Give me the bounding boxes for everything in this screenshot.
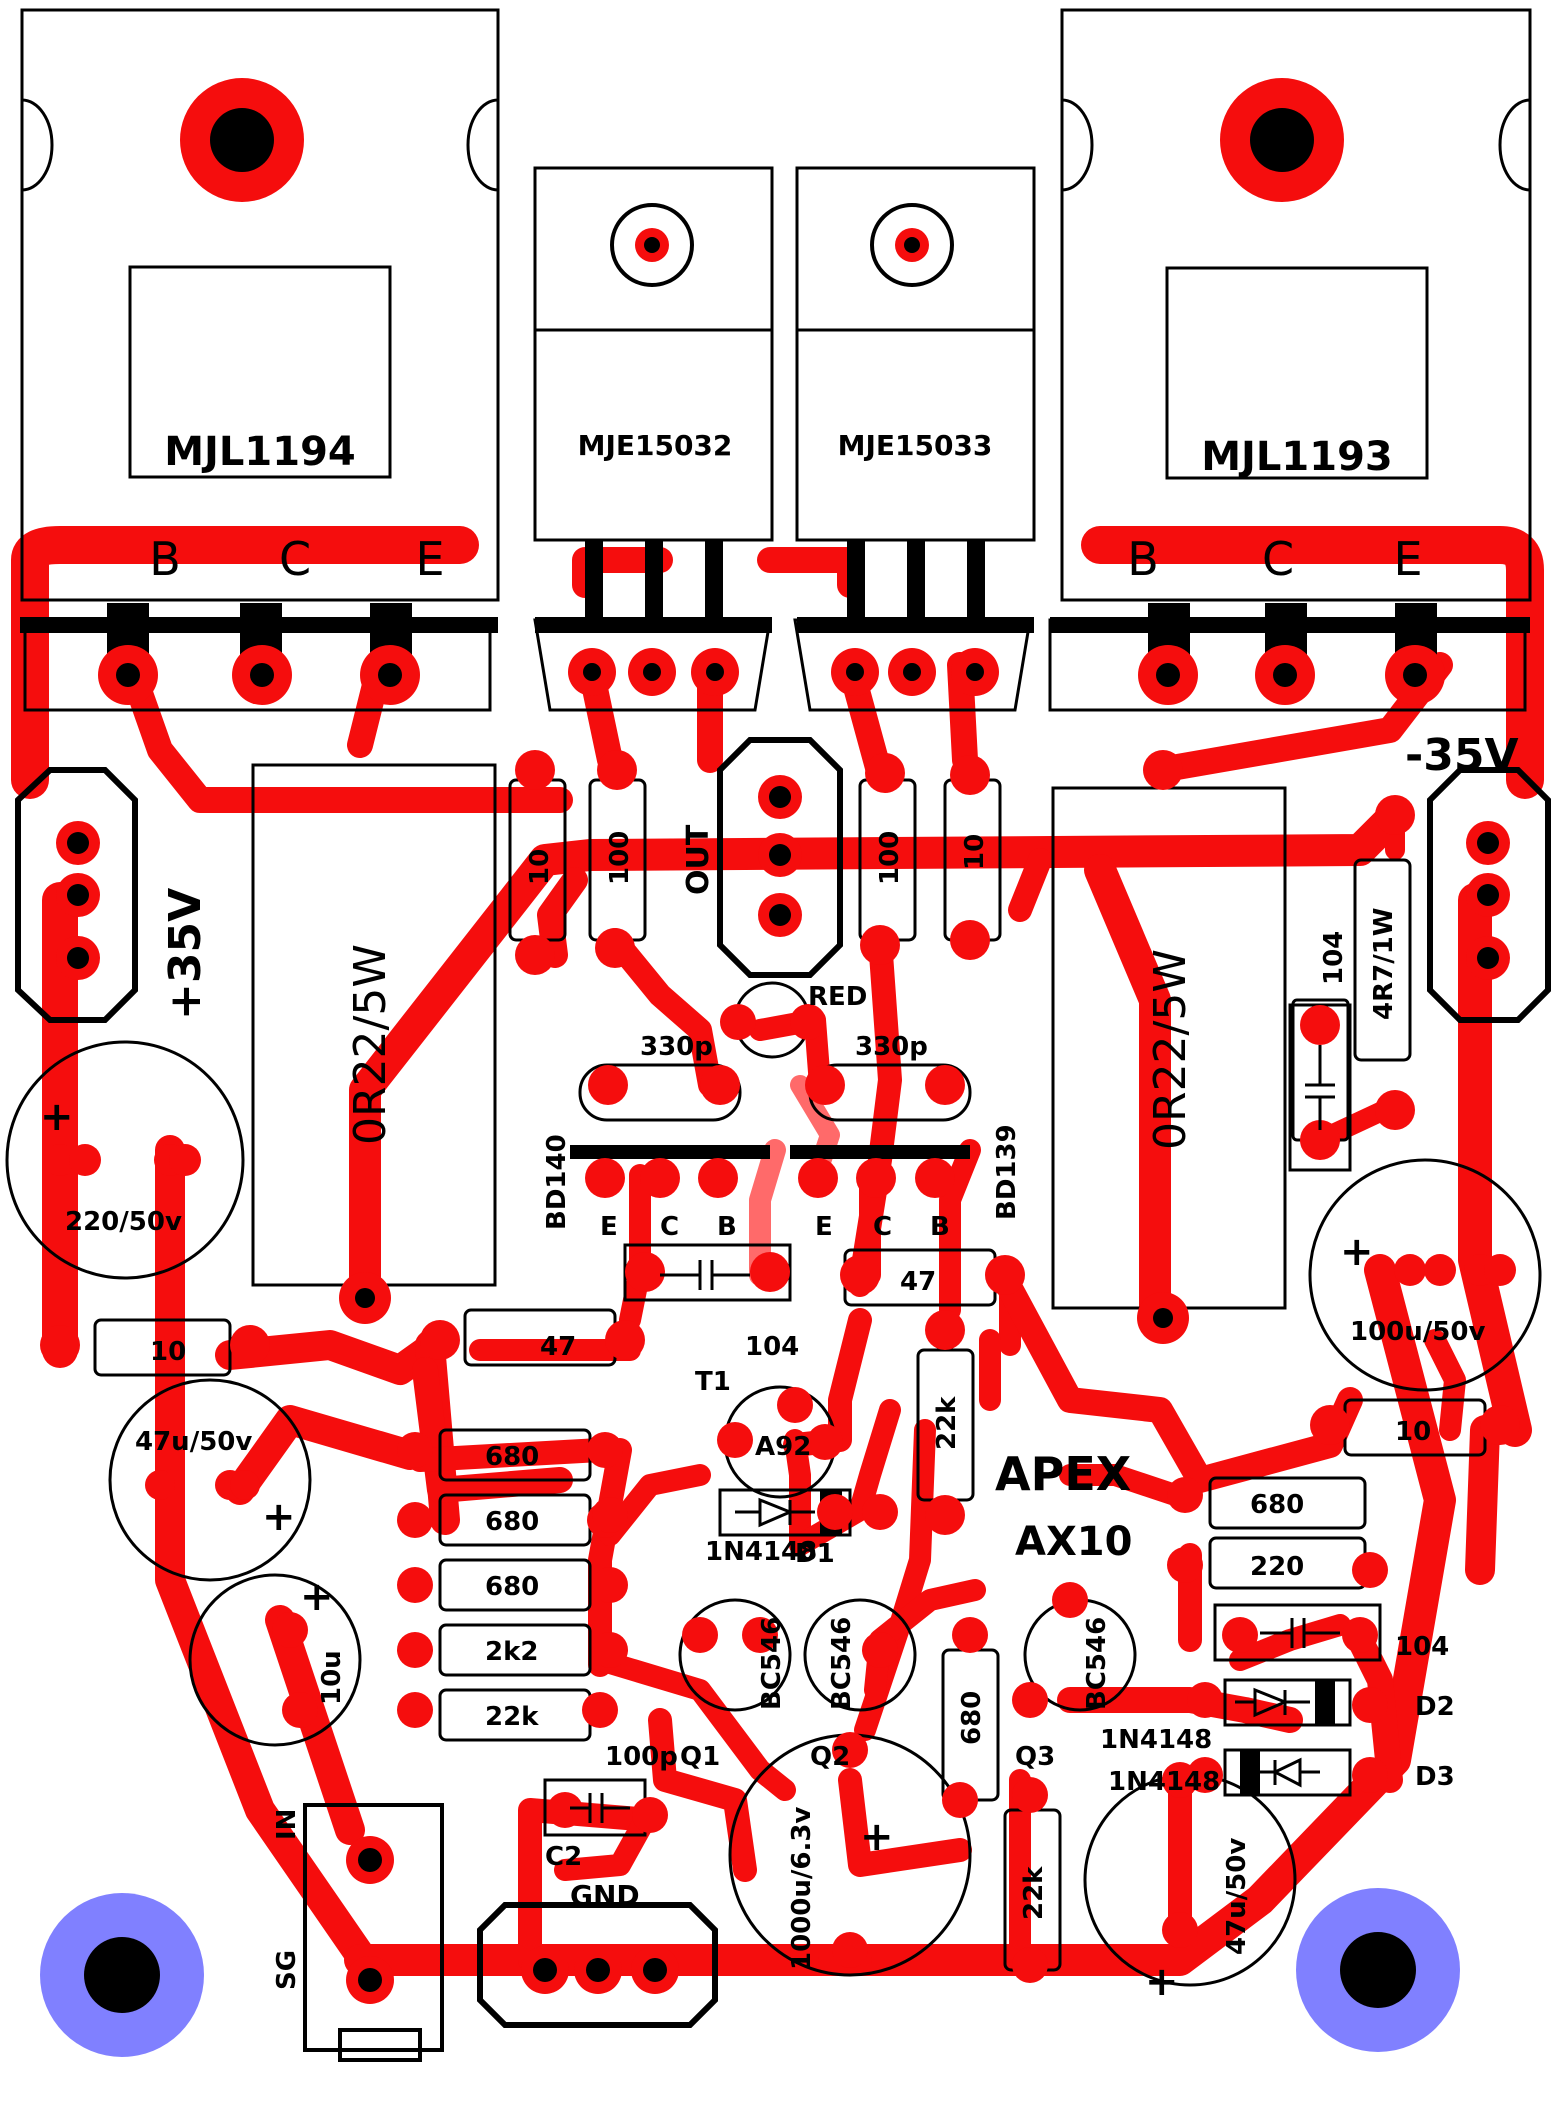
cap-label-330p-a: 330p bbox=[640, 1032, 713, 1062]
cap-plus-f: + bbox=[1145, 1959, 1179, 2005]
cap-plus-b: + bbox=[262, 1494, 296, 1540]
cap-plus-e: + bbox=[860, 1814, 894, 1860]
cap-label-47-left: 47u/50v bbox=[135, 1427, 252, 1457]
resistor-label-10-b: 10 bbox=[960, 834, 990, 870]
ref-label-q2: Q2 bbox=[810, 1742, 850, 1772]
part-label-q3: BC546 bbox=[1082, 1617, 1112, 1710]
symbols bbox=[570, 1045, 1340, 1823]
pin-label-c-right: C bbox=[1262, 532, 1294, 586]
connector-label-in: IN bbox=[272, 1809, 302, 1840]
resistor-label-47-left: 47 bbox=[540, 1332, 576, 1362]
pin-label-e-left: E bbox=[415, 532, 444, 586]
part-label-q2: BC546 bbox=[827, 1617, 857, 1710]
cap-label-330p-b: 330p bbox=[855, 1032, 928, 1062]
part-label-mjl1194: MJL1194 bbox=[164, 429, 356, 475]
pin-label-b-bd139: B bbox=[930, 1212, 950, 1242]
part-label-mjl1193: MJL1193 bbox=[1201, 434, 1393, 480]
pin-label-b-right: B bbox=[1127, 532, 1159, 586]
resistor-label-680-a: 680 bbox=[485, 1442, 539, 1472]
resistor-label-680-d: 680 bbox=[1250, 1490, 1304, 1520]
part-label-mje15033: MJE15033 bbox=[838, 429, 993, 462]
part-label-d1: 1N4148 bbox=[705, 1537, 817, 1567]
part-label-d3: 1N4148 bbox=[1108, 1767, 1220, 1797]
mounting-holes bbox=[40, 1888, 1460, 2057]
cap-label-10u: 10u bbox=[317, 1650, 347, 1705]
resistor-label-680-e: 680 bbox=[957, 1691, 987, 1745]
resistor-label-680-b: 680 bbox=[485, 1507, 539, 1537]
cap-label-104-a: 104 bbox=[745, 1332, 799, 1362]
resistor-label-220: 220 bbox=[1250, 1552, 1304, 1582]
resistor-label-2k2: 2k2 bbox=[485, 1637, 538, 1667]
ref-label-d2: D2 bbox=[1415, 1692, 1455, 1722]
resistor-label-emitter-left: 0R22/5W bbox=[345, 944, 396, 1145]
cap-plus-c: + bbox=[300, 1574, 334, 1620]
pin-label-b-left: B bbox=[149, 532, 181, 586]
ref-label-t1: T1 bbox=[695, 1367, 731, 1397]
pin-label-c-left: C bbox=[279, 532, 311, 586]
ref-label-d3: D3 bbox=[1415, 1762, 1455, 1792]
resistor-label-47-right: 47 bbox=[900, 1267, 936, 1297]
resistor-label-10-d: 10 bbox=[1395, 1417, 1431, 1447]
pin-label-c-bd140: C bbox=[660, 1212, 679, 1242]
ref-label-d1: D1 bbox=[795, 1539, 835, 1569]
part-label-a92: A92 bbox=[755, 1432, 811, 1462]
resistor-label-emitter-right: 0R22/5W bbox=[1145, 949, 1196, 1150]
resistor-label-22k-a: 22k bbox=[932, 1396, 962, 1450]
led-label-red: RED bbox=[808, 982, 867, 1012]
resistor-label-22k-b: 22k bbox=[485, 1702, 539, 1732]
resistor-label-22k-c: 22k bbox=[1019, 1866, 1049, 1920]
pin-label-e-bd139: E bbox=[815, 1212, 833, 1242]
supply-label-pos: +35V bbox=[160, 888, 211, 1020]
cap-label-220: 220/50v bbox=[65, 1207, 182, 1237]
part-label-mje15032: MJE15032 bbox=[578, 429, 733, 462]
ref-label-q3: Q3 bbox=[1015, 1742, 1055, 1772]
pin-label-b-bd140: B bbox=[717, 1212, 737, 1242]
resistor-label-10-c: 10 bbox=[150, 1337, 186, 1367]
part-label-bd140: BD140 bbox=[542, 1134, 572, 1230]
cap-label-c2: C2 bbox=[545, 1842, 582, 1872]
resistor-label-680-c: 680 bbox=[485, 1572, 539, 1602]
connector-label-sg: SG bbox=[272, 1950, 302, 1990]
connector-label-out: OUT bbox=[681, 824, 716, 895]
cap-label-1000u: 1000u/6.3v bbox=[787, 1807, 817, 1970]
resistor-label-100-b: 100 bbox=[875, 831, 905, 885]
cap-label-100p: 100p bbox=[605, 1742, 678, 1772]
connector-label-gnd: GND bbox=[570, 1879, 640, 1912]
drill-holes bbox=[67, 108, 1499, 1992]
part-label-q1: BC546 bbox=[757, 1617, 787, 1710]
part-label-bd139: BD139 bbox=[992, 1124, 1022, 1220]
supply-label-neg: -35V bbox=[1405, 730, 1519, 781]
resistor-label-100-a: 100 bbox=[605, 831, 635, 885]
board-title-line1: APEX bbox=[995, 1447, 1131, 1501]
part-label-d2: 1N4148 bbox=[1100, 1725, 1212, 1755]
board-title-line2: AX10 bbox=[1015, 1519, 1132, 1565]
pin-label-c-bd139: C bbox=[873, 1212, 892, 1242]
cap-label-100u: 100u/50v bbox=[1350, 1317, 1485, 1347]
cap-label-47-right: 47u/50v bbox=[1222, 1838, 1252, 1955]
ref-label-q1: Q1 bbox=[680, 1742, 720, 1772]
pin-label-e-bd140: E bbox=[600, 1212, 618, 1242]
pin-label-e-right: E bbox=[1393, 532, 1422, 586]
cap-plus-d: + bbox=[1340, 1229, 1374, 1275]
labels: MJL1194 MJL1193 MJE15032 MJE15033 B C E … bbox=[40, 429, 1519, 2005]
resistor-label-zobel: 4R7/1W bbox=[1369, 908, 1399, 1020]
cap-label-104-b: 104 bbox=[1319, 931, 1349, 985]
resistor-label-10-a: 10 bbox=[525, 849, 555, 885]
cap-label-104-c: 104 bbox=[1395, 1632, 1449, 1662]
cap-plus-a: + bbox=[40, 1094, 74, 1140]
